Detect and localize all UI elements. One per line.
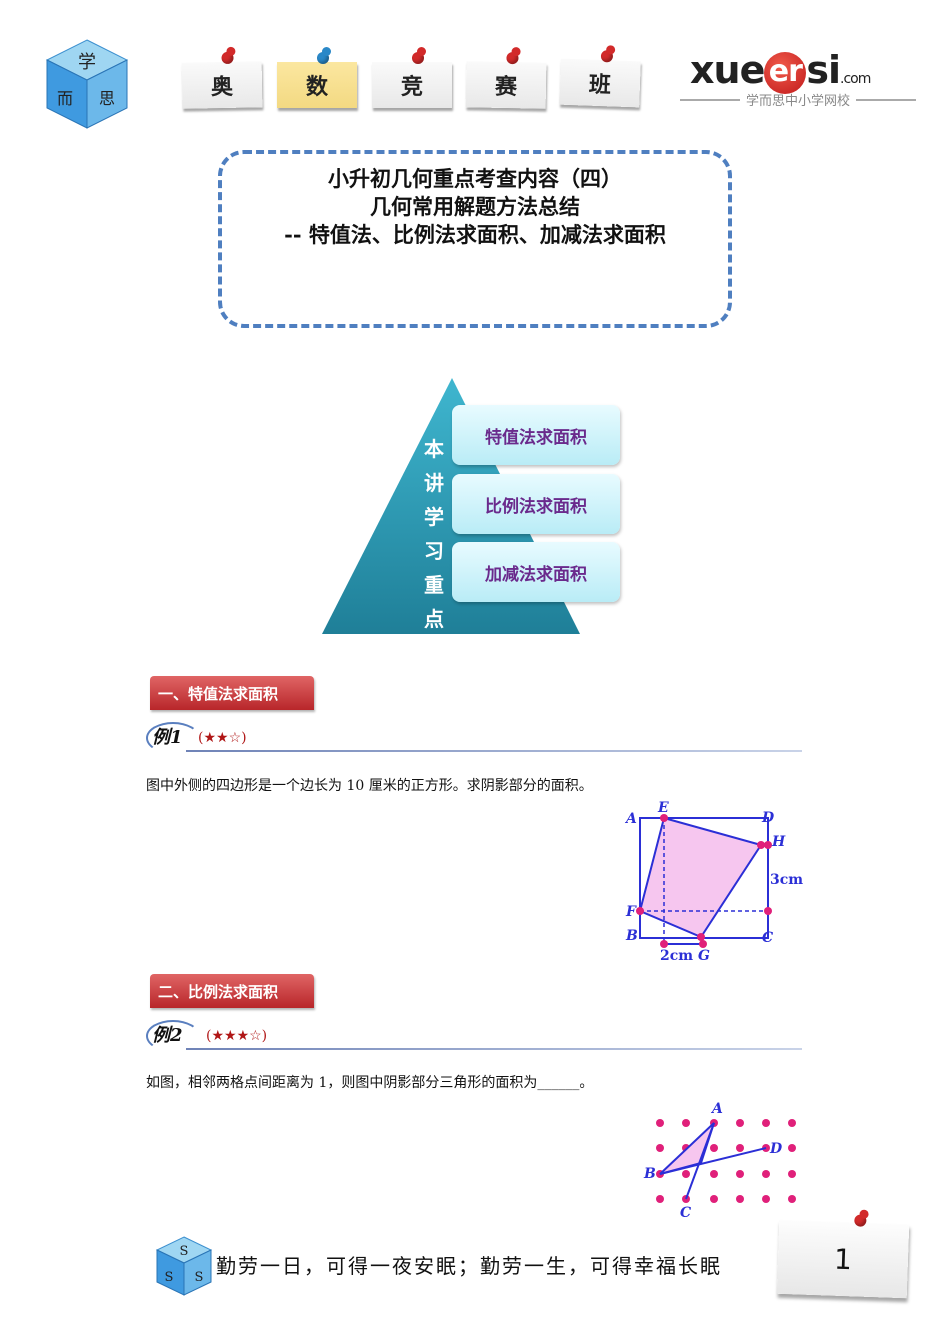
vlabel-char: 学 — [424, 505, 444, 529]
pyramid-item-2: 比例法求面积 — [452, 474, 620, 534]
vlabel-char: 重 — [424, 573, 444, 597]
svg-text:D: D — [761, 810, 775, 826]
vlabel-char: 点 — [424, 607, 444, 631]
pushpin-icon — [506, 52, 519, 65]
title-line-3: -- 特值法、比例法求面积、加减法求面积 — [284, 222, 666, 247]
title-line-2: 几何常用解题方法总结 — [370, 194, 580, 219]
svg-text:E: E — [657, 800, 669, 816]
question-2: 如图，相邻两格点间距离为 1，则图中阴影部分三角形的面积为______。 — [146, 1075, 594, 1091]
note-jing: 竞 — [372, 47, 452, 108]
page-title: 小升初几何重点考查内容（四） 几何常用解题方法总结 -- 特值法、比例法求面积、… — [218, 165, 732, 249]
question-1: 图中外侧的四边形是一个边长为 10 厘米的正方形。求阴影部分的面积。 — [146, 778, 593, 794]
svg-text:思: 思 — [99, 89, 115, 108]
svg-text:B: B — [643, 1166, 656, 1182]
difficulty-stars: (★★☆) — [198, 730, 247, 746]
note-ao: 奥 — [181, 51, 263, 109]
brand-subtitle: 学而思中小学网校 — [680, 90, 917, 109]
footer-cube-icon: S S S — [155, 1236, 213, 1296]
svg-text:S: S — [180, 1244, 189, 1259]
pyramid-item-3: 加减法求面积 — [452, 542, 620, 602]
title-line-1: 小升初几何重点考查内容（四） — [328, 166, 622, 191]
note-label: 数 — [305, 75, 328, 100]
example-2-header: 例2 (★★★☆) — [146, 1020, 802, 1052]
pyramid-vertical-label: 本 讲 学 习 重 点 — [420, 432, 448, 636]
brand-subtitle-text: 学而思中小学网校 — [746, 94, 851, 109]
note-label: 奥 — [210, 74, 234, 101]
svg-text:A: A — [710, 1101, 723, 1117]
pushpin-icon — [600, 50, 614, 63]
title-frame — [218, 150, 732, 328]
difficulty-stars: (★★★☆) — [206, 1028, 268, 1044]
example-1-header: 例1 (★★☆) — [146, 722, 802, 754]
example-badge: 例2 — [146, 1020, 200, 1052]
svg-text:H: H — [771, 834, 786, 850]
pushpin-icon — [412, 47, 426, 64]
divider — [186, 1048, 802, 1050]
brand-post: si — [806, 48, 841, 92]
note-sai: 赛 — [465, 52, 547, 109]
page-number-note: 1 — [776, 1214, 910, 1299]
vlabel-char: 本 — [424, 437, 444, 461]
note-shu: 数 — [277, 47, 357, 108]
divider — [186, 750, 802, 752]
xueersi-cube-logo: 学 而 思 — [45, 39, 129, 129]
svg-text:C: C — [680, 1205, 691, 1220]
svg-text:2cm: 2cm — [660, 948, 693, 964]
note-label: 班 — [588, 72, 612, 99]
svg-text:S: S — [195, 1270, 204, 1285]
footer-motto: 勤劳一日，可得一夜安眠；勤劳一生，可得幸福长眠 — [216, 1254, 722, 1278]
svg-text:S: S — [165, 1270, 174, 1285]
svg-text:A: A — [624, 811, 637, 827]
note-label: 竞 — [400, 75, 423, 100]
svg-text:C: C — [762, 930, 773, 946]
divider — [856, 98, 917, 101]
svg-text:D: D — [769, 1141, 783, 1157]
pushpin-icon — [221, 51, 234, 65]
figure-grid-triangle: A B C D — [643, 1101, 796, 1220]
svg-text:B: B — [625, 928, 638, 944]
brand-pre: xue — [690, 48, 765, 92]
note-ban: 班 — [559, 50, 641, 108]
svg-text:而: 而 — [57, 89, 73, 108]
example-badge: 例1 — [146, 722, 200, 754]
figure-square-quadrilateral: A E D H 3cm F B C 2cm G — [624, 800, 803, 964]
svg-text:F: F — [625, 904, 637, 920]
brand-circle: er — [764, 52, 807, 94]
pushpin-icon — [317, 47, 331, 64]
vlabel-char: 讲 — [424, 471, 444, 495]
section-header-2: 二、比例法求面积 — [150, 974, 314, 1008]
svg-text:学: 学 — [78, 52, 96, 73]
note-label: 赛 — [494, 74, 518, 101]
section-header-1: 一、特值法求面积 — [150, 676, 314, 710]
vlabel-char: 习 — [424, 539, 444, 563]
page-number: 1 — [833, 1242, 853, 1276]
brand-tld: .com — [840, 71, 871, 87]
svg-text:3cm: 3cm — [770, 872, 803, 888]
pyramid-item-1: 特值法求面积 — [452, 405, 620, 465]
divider — [680, 98, 740, 101]
pushpin-icon — [854, 1214, 867, 1227]
svg-text:G: G — [698, 948, 710, 964]
